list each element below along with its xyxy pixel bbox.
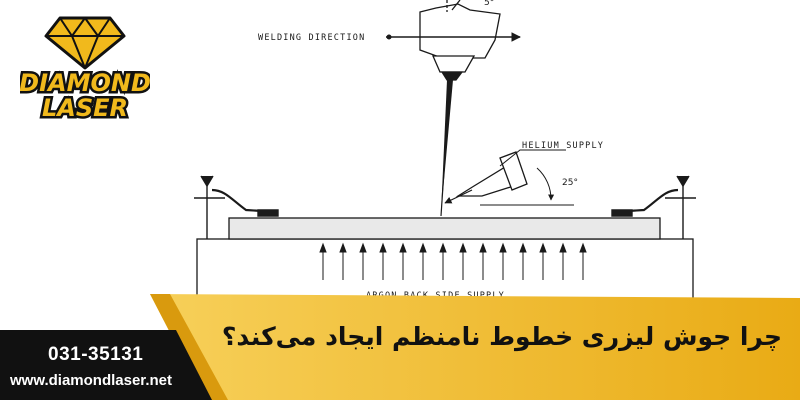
website-url: www.diamondlaser.net — [10, 372, 172, 389]
argon-arrow-head — [479, 242, 487, 253]
left-clamp — [194, 175, 279, 239]
logo-wordmark: DIAMOND LASER — [20, 67, 150, 125]
helium-nozzle — [455, 151, 528, 197]
argon-arrow-head — [539, 242, 547, 253]
helium-leader-line — [499, 149, 566, 167]
nozzle-angle-label: 25° — [562, 178, 578, 188]
laser-head — [419, 0, 501, 81]
argon-arrow-head — [519, 242, 527, 253]
helium-supply-label: HELIUM SUPPLY — [522, 141, 604, 151]
phone-number: 031-35131 — [48, 344, 144, 365]
beam-angle-label: 5° — [484, 0, 494, 8]
argon-arrow-head — [319, 242, 327, 253]
brand-logo: DIAMOND LASER — [20, 16, 150, 125]
title-banner — [0, 294, 800, 400]
argon-arrow-head — [439, 242, 447, 253]
svg-text:DIAMOND: DIAMOND — [20, 69, 150, 97]
workpiece-plate — [228, 217, 661, 240]
welding-direction-label: WELDING DIRECTION — [258, 33, 365, 43]
argon-arrow-head — [359, 242, 367, 253]
argon-arrow-head — [579, 242, 587, 253]
argon-arrow-head — [459, 242, 467, 253]
angle-arc — [536, 167, 555, 201]
banner-gold-band — [150, 294, 800, 400]
banner-black-block — [0, 330, 212, 400]
right-clamp — [611, 175, 696, 239]
svg-text:LASER: LASER — [42, 94, 128, 122]
banner-gold-accent — [150, 294, 228, 400]
argon-arrow-head — [499, 242, 507, 253]
diamond-icon — [44, 16, 126, 70]
argon-arrow-head — [399, 242, 407, 253]
laser-beam — [441, 80, 453, 214]
argon-arrow-head — [379, 242, 387, 253]
page-title: چرا جوش لیزری خطوط نامنظم ایجاد می‌کند؟ — [221, 322, 782, 351]
argon-arrow-head — [419, 242, 427, 253]
helium-flow-arrow — [444, 189, 473, 204]
argon-flow-arrows — [319, 242, 587, 280]
argon-arrow-head — [339, 242, 347, 253]
argon-arrow-head — [559, 242, 567, 253]
